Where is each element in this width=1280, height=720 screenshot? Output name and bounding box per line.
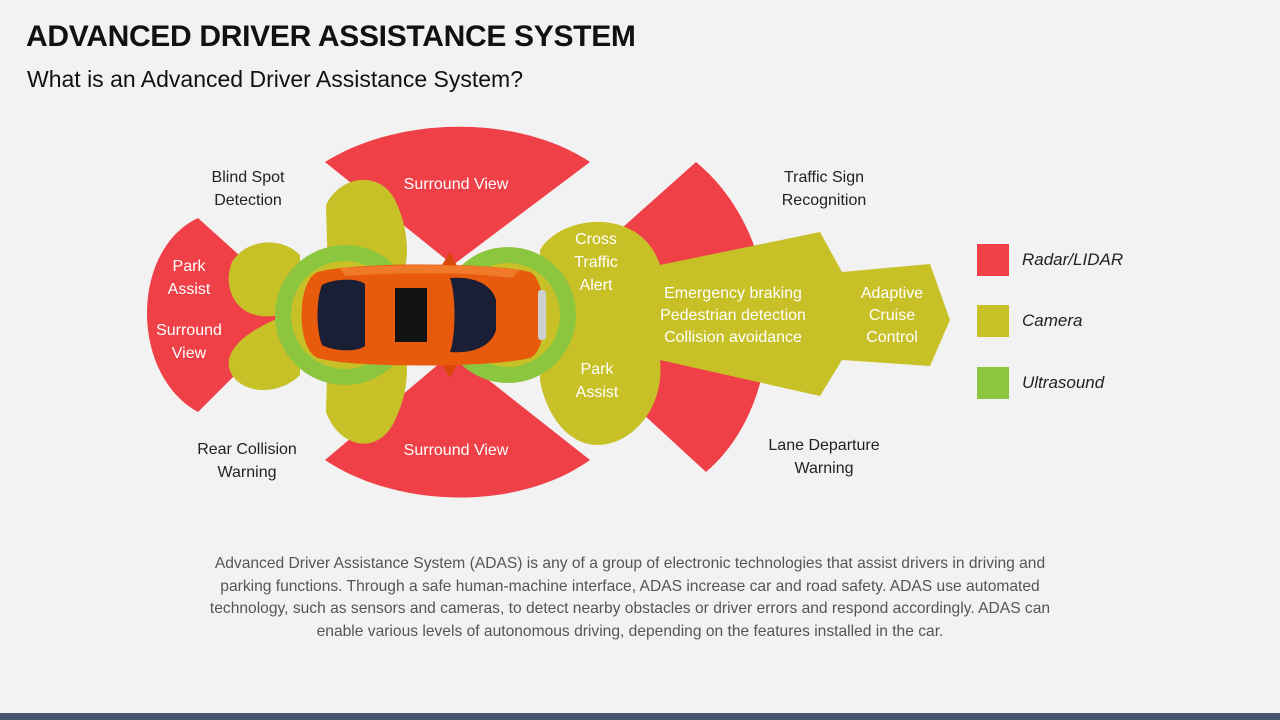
legend-label-radar-lidar: Radar/LIDAR — [1022, 250, 1124, 269]
label-park-assist-front-line2: Assist — [576, 384, 619, 401]
car-illustration — [301, 252, 546, 378]
callout-traffic-sign-line2: Recognition — [782, 192, 867, 209]
label-emergency-line1: Emergency braking — [664, 285, 802, 302]
radar-zone-rear — [147, 218, 300, 412]
car-rear-window — [317, 279, 365, 351]
car-mirror-top — [440, 252, 458, 268]
label-surround-view-bottom: Surround View — [404, 442, 509, 459]
label-adaptive-cruise-line2: Cruise — [869, 307, 915, 324]
car-front-bumper — [538, 290, 546, 340]
slide-title: ADVANCED DRIVER ASSISTANCE SYSTEM — [26, 20, 636, 53]
label-park-assist-rear-line1: Park — [173, 258, 207, 275]
callout-rear-collision-line1: Rear Collision — [197, 441, 297, 458]
label-adaptive-cruise-line3: Control — [866, 329, 918, 346]
car-highlight — [340, 265, 520, 278]
legend-label-camera: Camera — [1022, 311, 1083, 330]
bottom-bar — [0, 713, 1280, 720]
callout-traffic-sign-line1: Traffic Sign — [784, 169, 864, 186]
camera-zone-rear — [228, 242, 300, 390]
label-park-assist-front-line1: Park — [581, 361, 615, 378]
radar-zone-top — [325, 126, 590, 265]
label-emergency-line3: Collision avoidance — [664, 329, 802, 346]
slide-subtitle: What is an Advanced Driver Assistance Sy… — [27, 66, 523, 92]
camera-zone-front — [540, 221, 950, 445]
label-emergency-line2: Pedestrian detection — [660, 307, 806, 324]
label-park-assist-rear-line2: Assist — [168, 281, 211, 298]
label-adaptive-cruise-line1: Adaptive — [861, 285, 923, 302]
label-cross-traffic-line1: Cross — [575, 231, 617, 248]
legend-swatch-radar-lidar — [977, 244, 1009, 276]
callout-blind-spot-line2: Detection — [214, 192, 282, 209]
description-text: Advanced Driver Assistance System (ADAS)… — [209, 555, 1051, 640]
label-cross-traffic-line2: Traffic — [574, 254, 618, 271]
legend-label-ultrasound: Ultrasound — [1022, 373, 1105, 392]
label-surround-view-top: Surround View — [404, 176, 509, 193]
legend-swatch-camera — [977, 305, 1009, 337]
callout-blind-spot-line1: Blind Spot — [212, 169, 285, 186]
callout-lane-departure-line1: Lane Departure — [768, 437, 879, 454]
label-surround-view-rear-line1: Surround — [156, 322, 222, 339]
legend-swatch-ultrasound — [977, 367, 1009, 399]
label-surround-view-rear-line2: View — [172, 345, 207, 362]
callout-rear-collision-line2: Warning — [218, 464, 277, 481]
radar-zone-bottom — [325, 352, 590, 498]
label-cross-traffic-line3: Alert — [580, 277, 613, 294]
car-roof — [395, 288, 427, 342]
car-mirror-bottom — [440, 362, 458, 378]
callout-lane-departure-line2: Warning — [795, 460, 854, 477]
car-windshield — [450, 277, 496, 353]
